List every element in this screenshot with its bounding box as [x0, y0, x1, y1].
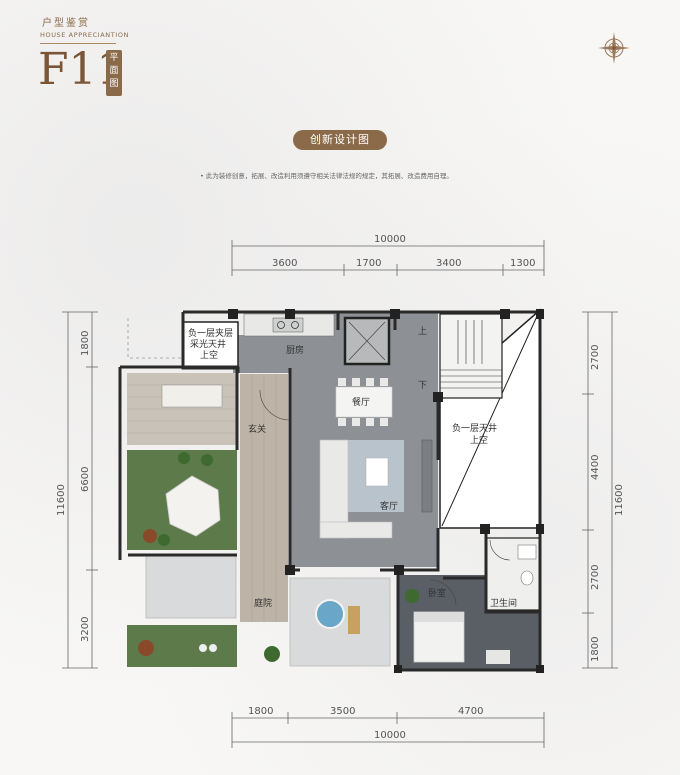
header-subtitle-en: HOUSE APPRECIANTION — [40, 31, 129, 39]
dim-bottom-seg: 1800 — [248, 706, 273, 717]
label-living: 客厅 — [380, 500, 398, 512]
label-mezzanine: 负一层夹层 — [188, 327, 233, 339]
label-entrance: 玄关 — [248, 423, 266, 435]
section-title: 创新设计图 — [293, 130, 387, 150]
sofa — [319, 439, 349, 539]
dim-bottom-seg: 3500 — [330, 706, 355, 717]
label-lower-lightwell: 负一层天井 — [452, 422, 497, 434]
dim-top-total: 10000 — [374, 234, 406, 245]
dim-right-seg: 1800 — [590, 637, 601, 662]
label-mezzanine: 上空 — [200, 349, 218, 361]
dim-right-seg: 4400 — [590, 455, 601, 480]
dim-left-seg: 1800 — [80, 331, 91, 356]
dim-left-seg: 3200 — [80, 617, 91, 642]
label-stair-down: 下 — [418, 381, 427, 391]
dim-right-seg: 2700 — [590, 345, 601, 370]
label-kitchen: 厨房 — [286, 344, 304, 356]
compass-icon — [598, 32, 630, 64]
label-stair-up: 上 — [418, 326, 427, 337]
dim-top-seg: 3400 — [436, 258, 461, 269]
dim-bottom-total: 10000 — [374, 730, 406, 741]
header-subtitle: 户型鉴赏 — [42, 18, 90, 29]
dining-table — [335, 386, 393, 418]
dim-top-seg: 3600 — [272, 258, 297, 269]
dim-bottom-seg: 4700 — [458, 706, 483, 717]
label-dining: 餐厅 — [352, 396, 370, 408]
label-bedroom: 卧室 — [428, 587, 446, 599]
dim-right-total: 11600 — [614, 484, 625, 516]
dim-right-seg: 2700 — [590, 565, 601, 590]
label-mezzanine: 采光天井 — [190, 338, 226, 350]
marble-tile-left — [145, 555, 237, 619]
plan-badge: 平面图 — [106, 50, 122, 96]
disclaimer-text: • 此为装修创意，拓展、改造利用须遵守相关法律法规的规定，其拓展、改造费用自理。 — [200, 172, 453, 180]
dim-top-seg: 1700 — [356, 258, 381, 269]
dim-left-seg: 6600 — [80, 467, 91, 492]
label-lower-lightwell: 上空 — [470, 434, 488, 446]
header-divider — [40, 43, 116, 44]
label-courtyard: 庭院 — [254, 597, 272, 609]
dim-left-total: 11600 — [56, 484, 67, 516]
staircase — [439, 313, 503, 399]
dim-top-seg: 1300 — [510, 258, 535, 269]
label-bathroom: 卫生间 — [490, 597, 517, 609]
